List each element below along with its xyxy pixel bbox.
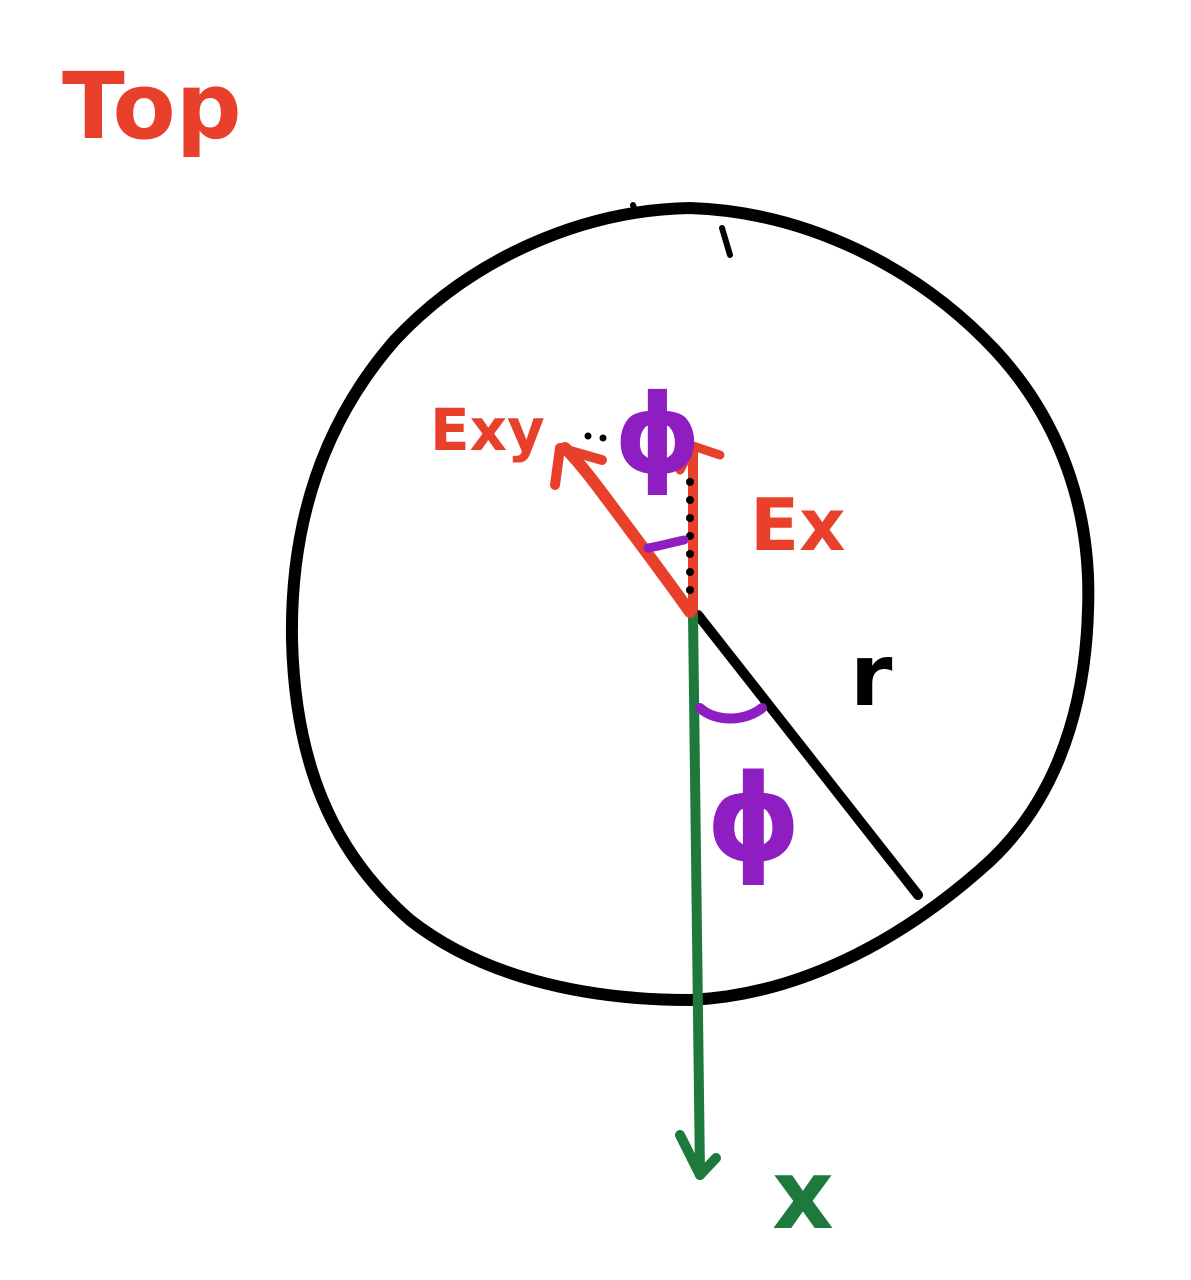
r-label: r	[850, 626, 893, 726]
exy-vector-arrowhead	[550, 443, 607, 490]
exy-label: Exy	[430, 396, 545, 464]
circle-outline	[285, 202, 1095, 1006]
ex-vector-arrowhead	[675, 441, 725, 475]
x-axis-line	[688, 610, 705, 1180]
lower-angle-arc	[695, 703, 767, 724]
phi-lower-label: ϕ	[706, 750, 802, 889]
exy-vector-line	[559, 442, 696, 618]
circle-tick-marks	[630, 202, 733, 258]
x-axis-label: x	[772, 1139, 834, 1251]
phi-upper-label: ϕ	[614, 370, 702, 498]
x-axis-arrowhead	[675, 1130, 721, 1180]
upper-angle-arc	[643, 535, 689, 553]
ex-label: Ex	[750, 483, 846, 567]
radius-line	[693, 610, 923, 900]
dotted-guide	[584, 432, 694, 594]
title-label: Top	[62, 53, 242, 160]
